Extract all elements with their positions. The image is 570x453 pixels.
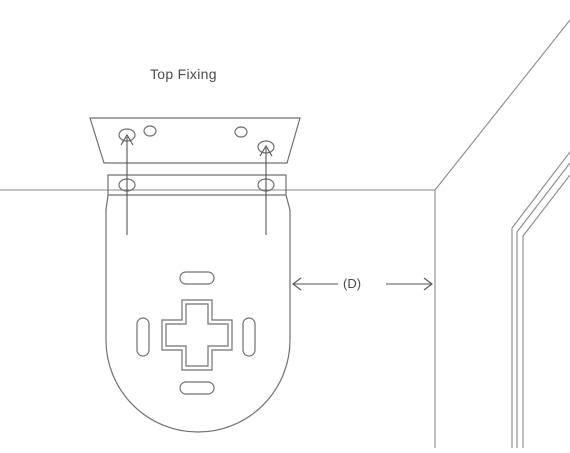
plate-hole-right-inner <box>234 126 248 138</box>
diagram-title: Top Fixing <box>150 66 217 82</box>
window-frame <box>511 151 570 448</box>
plate-hole-left-inner <box>143 125 157 137</box>
slot-right <box>242 317 256 357</box>
wall-corner-diagonal <box>434 19 570 191</box>
distance-dimension <box>292 277 433 291</box>
top-fixing-plate <box>89 117 301 164</box>
slot-left <box>136 317 150 357</box>
fixing-arrow-left <box>120 133 134 235</box>
slot-top <box>179 271 215 285</box>
slot-bottom <box>179 381 215 395</box>
distance-label: (D) <box>343 276 362 291</box>
cross-cutout <box>161 299 233 371</box>
fixing-arrow-right <box>259 144 273 235</box>
bracket-body <box>105 174 291 433</box>
